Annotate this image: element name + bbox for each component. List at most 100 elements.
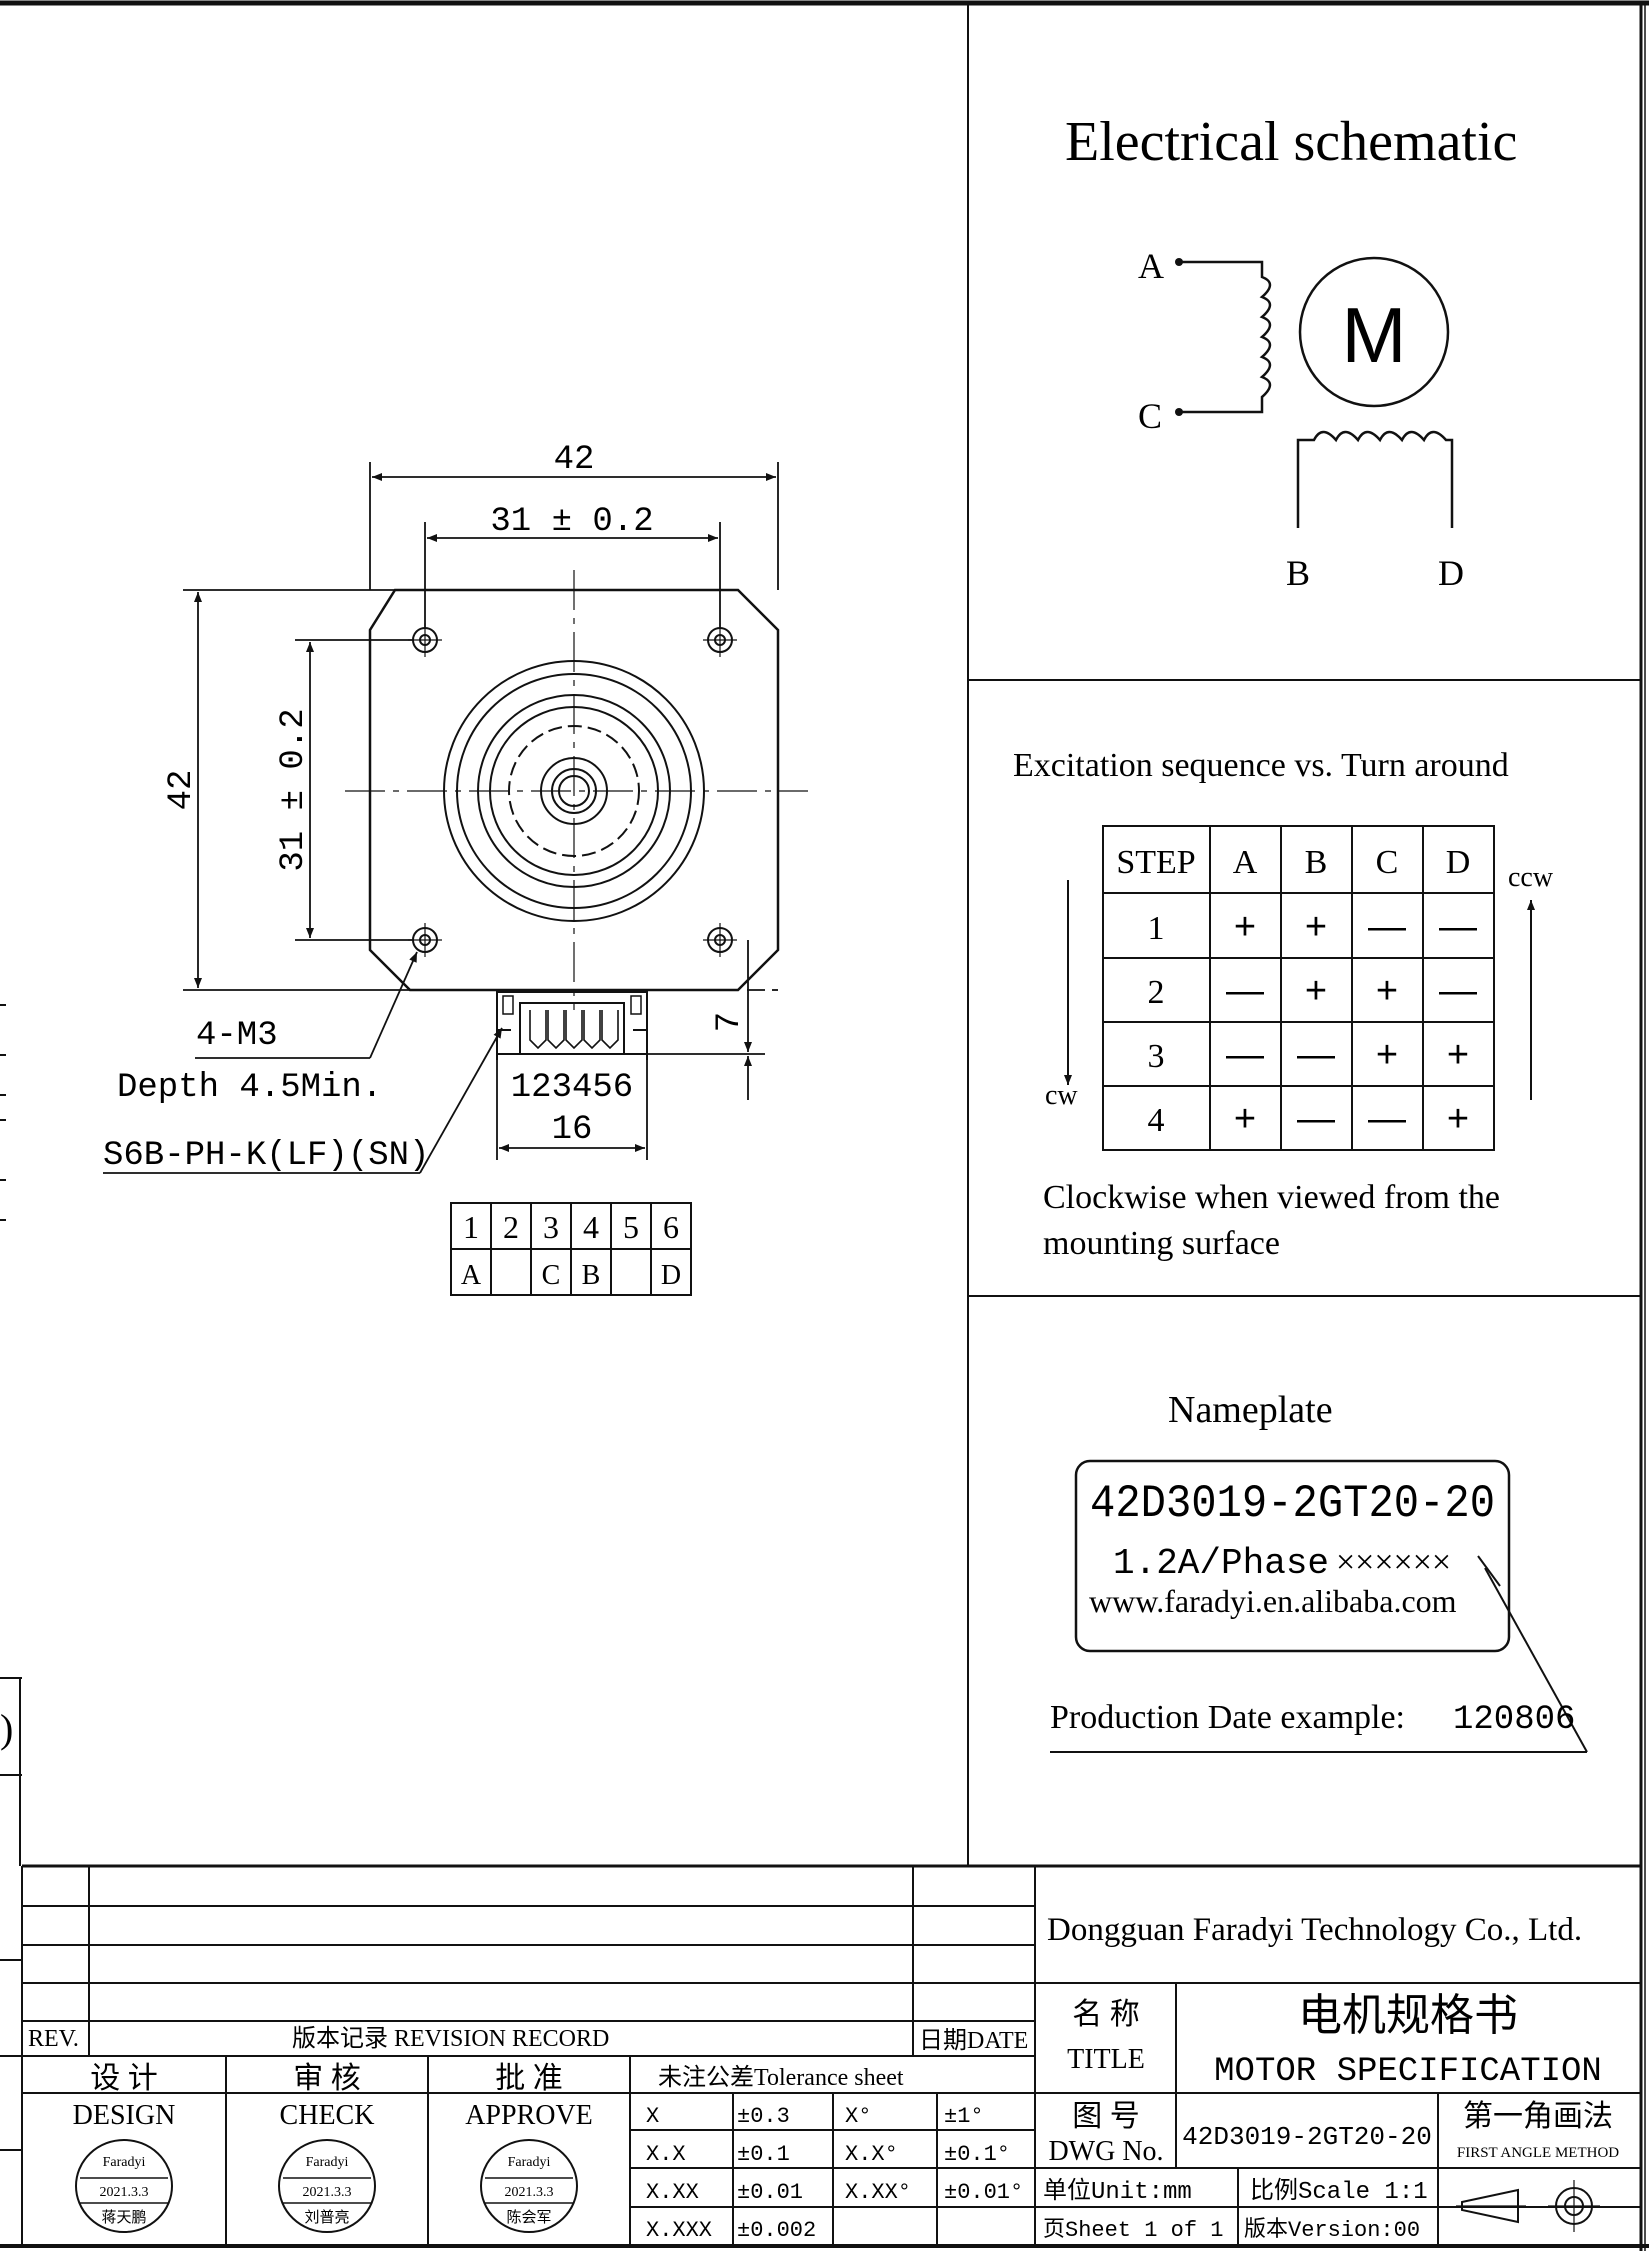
design-label-cn: 设 计	[90, 2062, 158, 2095]
title-block-grid	[22, 1866, 1641, 2246]
hole-spec: 4-M3	[196, 1017, 278, 1055]
table-header-d: D	[1446, 844, 1471, 881]
electrical-schematic: Electrical schematic A C M B D	[1065, 111, 1517, 593]
nameplate-box	[1074, 1459, 1511, 1653]
connector-pin-numbers: 123456	[511, 1069, 633, 1107]
dim-connector-offset: 7	[711, 1012, 749, 1032]
table-cell: —	[1439, 970, 1477, 1012]
dwg-label-cn: 图 号	[1072, 2100, 1140, 2133]
company-name: Dongguan Faradyi Technology Co., Ltd.	[1047, 1912, 1582, 1948]
dim-hole-spacing-v: 31 ± 0.2	[275, 708, 313, 871]
design-stamp-date: 2021.3.3	[100, 2185, 149, 2200]
pin-letter: D	[661, 1260, 681, 1291]
approve-label-cn: 批 准	[495, 2062, 563, 2095]
table-header-b: B	[1305, 844, 1328, 881]
pin-number: 4	[583, 1209, 599, 1245]
hole-depth: Depth 4.5Min.	[117, 1069, 382, 1107]
table-cell: +	[1234, 1098, 1256, 1140]
edge-paren: )	[0, 1706, 13, 1751]
rev-label: REV.	[28, 2026, 79, 2052]
tolerance-cell: X	[646, 2104, 659, 2129]
title-block-text: REV. 版本记录 REVISION RECORD 日期DATE 设 计 DES…	[28, 1912, 1619, 2243]
document-title-en: MOTOR SPECIFICATION	[1214, 2053, 1602, 2091]
table-cell: —	[1297, 1034, 1335, 1076]
pin-number: 6	[663, 1209, 679, 1245]
terminal-d-label: D	[1438, 553, 1464, 593]
terminal-a-label: A	[1138, 246, 1164, 286]
tolerance-cell: ±1°	[944, 2104, 984, 2129]
approve-stamp-name: 陈会军	[506, 2208, 551, 2226]
projection-method-en: FIRST ANGLE METHOD	[1457, 2145, 1619, 2161]
table-cell: +	[1234, 906, 1256, 948]
tolerance-title: 未注公差Tolerance sheet	[658, 2064, 904, 2091]
check-stamp-date: 2021.3.3	[303, 2185, 352, 2200]
table-cell: +	[1447, 1034, 1469, 1076]
table-header-a: A	[1233, 844, 1258, 881]
document-title-cn: 电机规格书	[1298, 1991, 1518, 2040]
table-cell: 3	[1148, 1038, 1165, 1075]
pin-number: 5	[623, 1209, 639, 1245]
tolerance-cell: ±0.002	[737, 2218, 816, 2243]
pin-number: 2	[503, 1209, 519, 1245]
table-cell: +	[1305, 906, 1327, 948]
nameplate-url: www.faradyi.en.alibaba.com	[1089, 1583, 1457, 1619]
design-stamp-brand: Faradyi	[103, 2155, 146, 2170]
table-cell: 4	[1148, 1102, 1165, 1139]
drawing-number: 42D3019-2GT20-20	[1182, 2122, 1432, 2152]
tolerance-cell: X.X°	[845, 2142, 898, 2167]
pin-number: 3	[543, 1209, 559, 1245]
cw-label: cw	[1045, 1080, 1078, 1111]
design-stamp-name: 蒋天鹏	[101, 2209, 146, 2226]
check-label-en: CHECK	[280, 2100, 375, 2131]
tolerance-cell: X.XXX	[646, 2218, 712, 2243]
tolerance-cell: ±0.1°	[944, 2142, 1010, 2167]
title-label-cn: 名 称	[1072, 1998, 1140, 2031]
table-cell: —	[1226, 1034, 1264, 1076]
nameplate-panel: Nameplate 42D3019-2GT20-20 1.2A/Phase ××…	[1050, 1389, 1588, 1753]
projection-method-cn: 第一角画法	[1463, 2100, 1613, 2133]
ccw-label: ccw	[1508, 862, 1554, 893]
dimensions	[103, 462, 779, 1174]
pin-letter: C	[542, 1260, 561, 1291]
schematic-title: Electrical schematic	[1065, 111, 1517, 173]
table-cell: +	[1447, 1098, 1469, 1140]
table-cell: +	[1376, 970, 1398, 1012]
revision-record-label: 版本记录 REVISION RECORD	[292, 2025, 609, 2052]
date-leader	[1484, 1567, 1588, 1753]
tolerance-cell: ±0.1	[737, 2142, 790, 2167]
first-angle-projection-icon	[1456, 2180, 1600, 2232]
table-cell: —	[1226, 970, 1264, 1012]
check-stamp-name: 刘普亮	[304, 2209, 349, 2226]
table-cell: —	[1439, 906, 1477, 948]
version-label: 版本Version:00	[1244, 2217, 1420, 2243]
motor-symbol	[1298, 256, 1450, 408]
tolerance-cell: X°	[845, 2104, 871, 2129]
rotation-note-line1: Clockwise when viewed from the	[1043, 1179, 1500, 1216]
dim-hole-spacing-h: 31 ± 0.2	[490, 503, 653, 541]
pin-map-table: 1 2 3 4 5 6 A C B D	[450, 1202, 692, 1296]
table-cell: —	[1368, 1098, 1406, 1140]
approve-stamp: Faradyi 2021.3.3 陈会军	[480, 2139, 578, 2233]
tolerance-cell: X.X	[646, 2142, 686, 2167]
connector-width: 16	[552, 1111, 593, 1149]
sheet-label: 页Sheet 1 of 1	[1043, 2218, 1223, 2243]
unit-label: 单位Unit:mm	[1043, 2177, 1192, 2206]
nameplate-title: Nameplate	[1168, 1389, 1333, 1431]
title-label-en: TITLE	[1067, 2044, 1145, 2075]
design-label-en: DESIGN	[73, 2100, 176, 2131]
dwg-label-en: DWG No.	[1048, 2136, 1163, 2167]
tolerance-cell: ±0.3	[737, 2104, 790, 2129]
table-header-step: STEP	[1116, 844, 1195, 881]
table-cell: 2	[1148, 974, 1165, 1011]
tolerance-cell: ±0.01°	[944, 2180, 1023, 2205]
pin-letter: A	[461, 1260, 482, 1291]
dim-width: 42	[554, 441, 595, 479]
connector-part-number: S6B-PH-K(LF)(SN)	[103, 1137, 429, 1175]
motor-front-view	[345, 570, 808, 1060]
nameplate-model: 42D3019-2GT20-20	[1090, 1478, 1495, 1530]
dim-height: 42	[163, 770, 201, 811]
tolerance-cell: X.XX	[646, 2180, 699, 2205]
rotation-note-line2: mounting surface	[1043, 1225, 1280, 1262]
